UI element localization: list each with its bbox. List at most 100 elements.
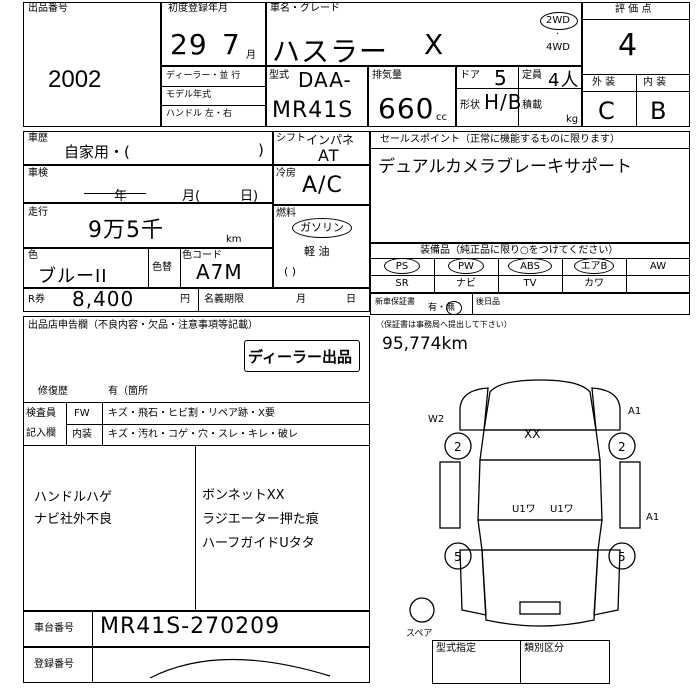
gasoline-circle — [292, 218, 352, 238]
exterior-grade: C — [598, 97, 616, 125]
interior-label: 内 装 — [643, 77, 667, 88]
reg-month-suffix: 月 — [246, 50, 256, 61]
load-label: 積載 — [522, 100, 542, 111]
equip-line-2 — [370, 275, 690, 276]
shaken-year-unit: 年 — [114, 189, 128, 204]
history-box — [23, 131, 273, 165]
shift-value: AT — [318, 146, 340, 165]
recycle-label: R券 — [28, 294, 45, 305]
mark-5-left: 5 — [454, 550, 462, 564]
chassis-value: MR41S-270209 — [100, 614, 281, 639]
note-right-2: ラジエーター押た痕 — [202, 512, 319, 527]
lot-box — [23, 2, 161, 127]
door-box — [456, 66, 582, 127]
registration-date-box — [161, 2, 266, 66]
type-box — [266, 66, 368, 127]
warranty-box — [370, 293, 690, 315]
equip-sr: SR — [395, 278, 409, 289]
type-label: 型式 — [269, 70, 289, 81]
roof-outline — [477, 459, 603, 521]
dealer-stamp — [244, 340, 360, 372]
expiry-label: 名義期限 — [204, 294, 244, 305]
recycle-box — [23, 288, 370, 312]
shaken-label: 車検 — [28, 168, 48, 179]
equip-div-3 — [562, 258, 563, 293]
pw-circle — [448, 258, 484, 274]
dealer-box — [161, 66, 266, 127]
mark-u1-right: U1ワ — [550, 504, 574, 515]
sales-point-label: セールスポイント（正常に機能するものに限ります） — [380, 134, 620, 145]
shift-panel: インパネ — [306, 133, 355, 147]
name-grade-box — [266, 2, 582, 66]
tailgate-outline — [481, 549, 599, 627]
color-code-value: A7M — [196, 260, 243, 284]
chassis-box — [23, 611, 370, 647]
color-code-label: 色コード — [182, 250, 222, 261]
history-paren: ) — [258, 141, 264, 159]
car-diagram: W2 A1 XX 2 2 U1ワ U1ワ A1 5 5 スペア — [406, 379, 659, 639]
drive-4wd: 4WD — [546, 42, 570, 53]
reg-number-box — [23, 647, 370, 683]
mark-5-right: 5 — [618, 550, 626, 564]
shape-value: H/B — [484, 90, 523, 114]
notes-divider — [195, 446, 196, 611]
fw-head: FW — [74, 408, 90, 419]
drive-2wd: 2WD — [546, 15, 570, 26]
reg-year: 29 — [170, 28, 208, 61]
car-name: ハスラー — [272, 35, 389, 68]
score-divider — [636, 74, 637, 127]
equip-navi: ナビ — [456, 278, 476, 289]
equip-leather: カワ — [584, 278, 604, 289]
lot-number: 2002 — [48, 66, 102, 93]
mark-u1-left: U1ワ — [512, 504, 536, 515]
dealer-label: ディーラー・並 行 — [166, 71, 241, 81]
repair-value: 有（箇所 — [108, 386, 148, 397]
mark-2-right: 2 — [618, 440, 626, 454]
fw-text: キズ・飛石・ヒビ割・リペア跡・X要 — [108, 408, 275, 419]
declaration-box — [23, 316, 370, 446]
entry-label: 記入欄 — [26, 428, 56, 439]
score-line — [582, 19, 690, 20]
inspector-label: 検査員 — [26, 408, 56, 419]
left-door — [439, 461, 461, 529]
spare-wheel — [409, 597, 435, 623]
interior-grade: B — [650, 97, 668, 125]
exterior-label: 外 装 — [592, 77, 616, 88]
note-left-1: ハンドルハゲ — [34, 490, 113, 505]
mark-2-left: 2 — [454, 440, 462, 454]
color-value: ブルーII — [38, 266, 108, 287]
reg-number-divider — [92, 647, 93, 683]
fuel-diesel: 軽 油 — [304, 245, 330, 258]
hood-outline — [483, 379, 597, 431]
color-divider — [148, 248, 149, 288]
equip-div-4 — [626, 258, 627, 293]
dealer-stamp-text: ディーラー出品 — [248, 348, 352, 366]
declaration-label: 出品店申告欄（不良内容・欠品・注意事項等記載） — [28, 320, 258, 331]
form-label: 型式指定 — [436, 643, 476, 654]
kg-unit: kg — [566, 114, 579, 125]
recycle-yen: 円 — [180, 294, 190, 305]
left-rear-fender — [459, 549, 487, 616]
spare-label: スペア — [406, 629, 432, 639]
car-grade: X — [424, 28, 445, 61]
shaken-strike — [84, 193, 146, 194]
notes-box — [23, 446, 370, 611]
repair-label: 修復歴 — [38, 386, 68, 397]
dealer-line-2 — [161, 105, 266, 106]
history-value: 自家用・( — [64, 143, 130, 161]
right-front-fender — [591, 387, 621, 431]
color-label: 色 — [28, 250, 38, 261]
equip-tv: TV — [523, 278, 537, 289]
rear-right-wheel — [608, 542, 636, 570]
rear-left-wheel — [444, 542, 472, 570]
door-divider — [518, 66, 519, 88]
note-left-2: ナビ社外不良 — [34, 512, 113, 527]
lot-label: 出品番号 — [28, 3, 68, 14]
equip-aw: AW — [649, 261, 667, 272]
decl-line — [23, 402, 370, 403]
handwritten-mileage: 95,774km — [382, 334, 468, 354]
score-label: 評 価 点 — [615, 4, 652, 15]
shaken-day-unit: 日) — [240, 189, 259, 204]
warranty-yes-no: 有・無 — [428, 303, 456, 313]
shape-label: 形状 — [460, 100, 480, 111]
